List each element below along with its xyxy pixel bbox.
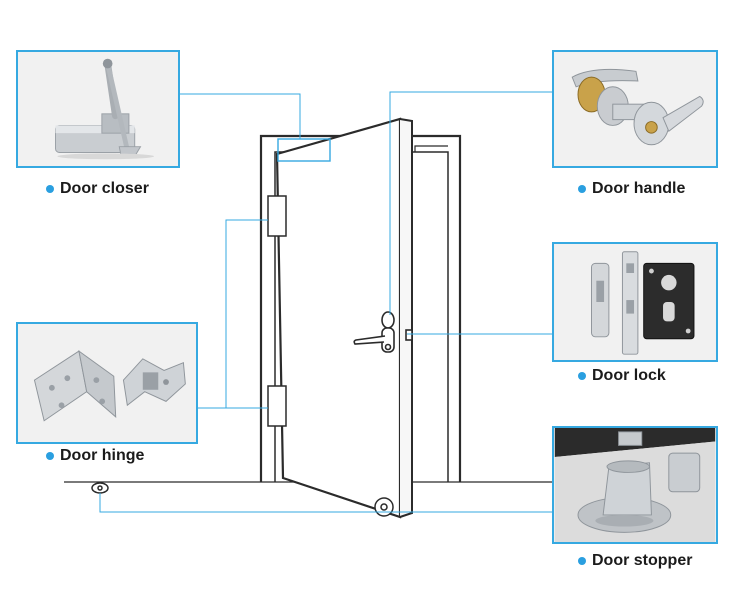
door-closer-panel [16,50,180,168]
door-handle-drawing [353,311,413,353]
callout-lines [99,91,552,513]
mortise-lock-photo-icon [554,244,716,360]
upper-hinge-outline [267,195,287,237]
door-closer-label: Door closer [46,180,149,198]
lever-handle-photo-icon [554,52,716,166]
bullet-icon [46,452,54,460]
door-lock-label: Door lock [578,367,666,385]
door-handle-panel [552,50,718,168]
door-hinge-label: Door hinge [46,447,144,465]
door-closer-photo-icon [18,52,178,166]
hinge-photo-icon [18,324,196,442]
door-stopper-label: Door stopper [578,552,692,570]
door-stopper-panel [552,426,718,544]
door-closer-outline [277,138,331,162]
door-lock-panel [552,242,718,362]
bullet-icon [46,185,54,193]
door-stopper-photo-icon [554,428,716,542]
door-hinge-panel [16,322,198,444]
bullet-icon [578,372,586,380]
bullet-icon [578,557,586,565]
bullet-icon [578,185,586,193]
lower-hinge-outline [267,385,287,427]
door-handle-label: Door handle [578,180,685,198]
